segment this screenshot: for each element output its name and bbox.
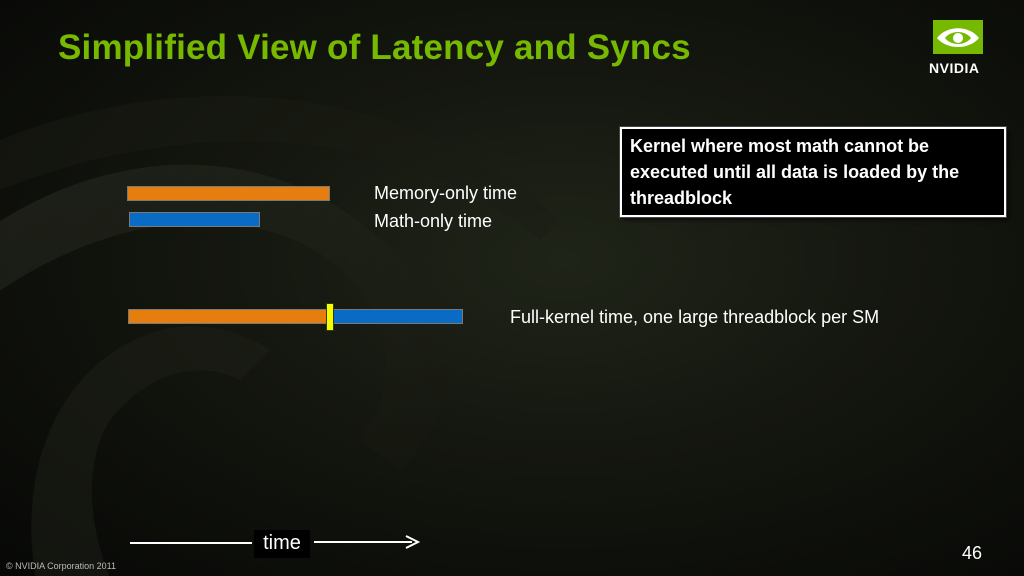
time-label: time bbox=[254, 530, 310, 558]
copyright-notice: © NVIDIA Corporation 2011 bbox=[6, 561, 117, 571]
time-axis-line bbox=[130, 542, 252, 544]
kernel-callout-box: Kernel where most math cannot be execute… bbox=[620, 127, 1006, 217]
full-kernel-memory-segment bbox=[128, 309, 330, 324]
slide-title: Simplified View of Latency and Syncs bbox=[58, 28, 691, 67]
callout-text: Kernel where most math cannot be execute… bbox=[630, 136, 960, 208]
memory-only-label: Memory-only time bbox=[374, 183, 518, 203]
full-kernel-math-segment bbox=[332, 309, 463, 324]
nvidia-logo: NVIDIA bbox=[924, 20, 1002, 78]
arrow-right-icon bbox=[314, 535, 420, 549]
page-number: 46 bbox=[962, 543, 983, 563]
nvidia-wordmark: NVIDIA bbox=[929, 60, 980, 76]
math-only-label: Math-only time bbox=[374, 211, 493, 231]
memory-only-bar bbox=[127, 186, 330, 201]
sync-marker bbox=[326, 303, 334, 331]
math-only-bar bbox=[129, 212, 260, 227]
nvidia-eye-logo-icon bbox=[933, 20, 983, 54]
full-kernel-label: Full-kernel time, one large threadblock … bbox=[510, 307, 880, 327]
